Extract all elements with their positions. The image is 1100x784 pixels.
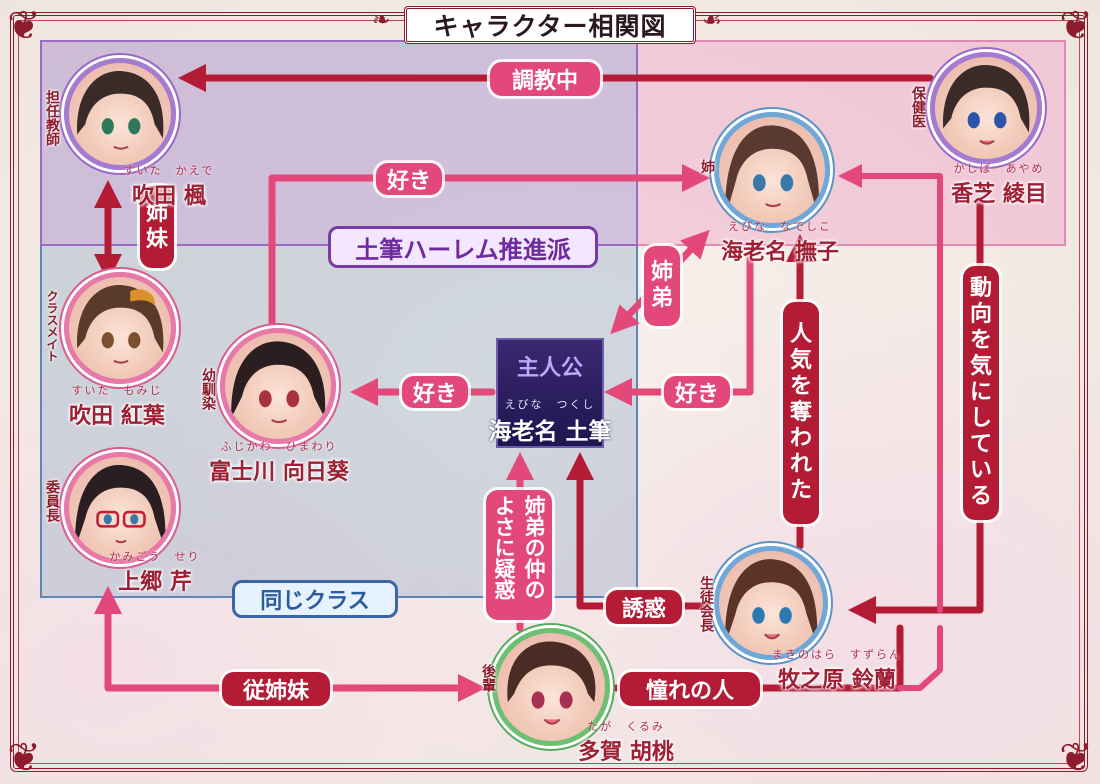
girl-face-icon bbox=[231, 341, 326, 424]
girl-face-icon bbox=[507, 641, 596, 725]
role-kashiba-ayame: 保健医 bbox=[910, 86, 926, 128]
girl-face-icon bbox=[77, 71, 164, 150]
label-akogare: 憧れの人 bbox=[620, 672, 760, 706]
label-choukyou: 調教中 bbox=[490, 62, 600, 96]
label-shimai: 姉妹 bbox=[140, 186, 174, 268]
line-juushimai bbox=[94, 586, 486, 702]
girl-face-icon bbox=[725, 559, 818, 645]
role-kamigou-seri: 委員長 bbox=[44, 480, 60, 522]
name-makinohara-suzuran: まきのはら すずらん 牧之原 鈴蘭 bbox=[772, 648, 902, 693]
rose-corner-icon: ❦ bbox=[1059, 3, 1093, 49]
line-akogare-pink bbox=[897, 625, 943, 691]
name-taga-kurumi: たが くるみ 多賀 胡桃 bbox=[578, 720, 674, 765]
label-yuuwaku: 誘惑 bbox=[606, 590, 682, 624]
girl-face-icon bbox=[943, 65, 1030, 145]
portrait-kamigou-seri bbox=[64, 452, 176, 564]
name-kashiba-ayame: かしば あやめ 香芝 綾目 bbox=[951, 162, 1047, 207]
protagonist-box: 主人公 bbox=[496, 338, 604, 448]
label-suki-mid: 好き bbox=[402, 376, 468, 408]
region-label-harem: 土筆ハーレム推進派 bbox=[328, 226, 598, 268]
line-yuuwaku bbox=[566, 452, 712, 610]
rose-corner-icon: ❦ bbox=[7, 3, 41, 49]
rose-corner-icon: ❦ bbox=[1059, 735, 1093, 781]
name-suita-momiji: すいた もみじ 吹田 紅葉 bbox=[69, 384, 165, 429]
line-doukou-up bbox=[838, 164, 943, 613]
role-suita-momiji: クラスメイト bbox=[45, 290, 59, 362]
label-juushimai: 従姉妹 bbox=[222, 672, 330, 706]
portrait-suita-momiji bbox=[64, 272, 176, 384]
flourish-ornament-icon: ☙ bbox=[702, 8, 722, 33]
portrait-ebina-nadeshiko bbox=[714, 112, 830, 228]
protagonist-role: 主人公 bbox=[516, 355, 583, 381]
portrait-taga-kurumi bbox=[492, 628, 610, 746]
rose-corner-icon: ❦ bbox=[7, 735, 41, 781]
portrait-suita-kaede bbox=[64, 58, 176, 170]
portrait-kashiba-ayame bbox=[930, 52, 1042, 164]
label-ninki: 人気を奪われた bbox=[783, 302, 819, 524]
girl-face-icon bbox=[77, 285, 164, 364]
label-shitei-gi: 姉弟の仲のよさに疑惑 bbox=[486, 490, 552, 620]
title-box: キャラクター相関図 bbox=[404, 6, 696, 44]
protagonist-name-text: 海老名 土筆 bbox=[488, 418, 612, 445]
name-fujikawa-himawari: ふじかわ ひまわり 富士川 向日葵 bbox=[209, 440, 349, 485]
label-doukou: 動向を気にしている bbox=[963, 266, 999, 520]
name-kamigou-seri: かみごう せり 上郷 芹 bbox=[109, 550, 201, 595]
label-shitei: 姉弟 bbox=[644, 246, 680, 326]
role-taga-kurumi: 後輩 bbox=[480, 664, 496, 692]
line-suki-right bbox=[604, 244, 754, 406]
protagonist-name: えびな つくし 海老名 土筆 bbox=[482, 396, 618, 446]
role-makinohara-suzuran: 生徒会長 bbox=[698, 576, 714, 632]
portrait-makinohara-suzuran bbox=[714, 546, 828, 660]
girl-face-icon bbox=[75, 465, 166, 549]
role-suita-kaede: 担任教師 bbox=[44, 90, 60, 146]
page-title: キャラクター相関図 bbox=[433, 12, 667, 41]
name-suita-kaede: すいた かえで 吹田 楓 bbox=[123, 164, 215, 209]
flourish-ornament-icon: ❧ bbox=[372, 8, 391, 33]
region-label-same-class: 同じクラス bbox=[232, 580, 398, 618]
portrait-fujikawa-himawari bbox=[220, 328, 336, 444]
label-suki-top: 好き bbox=[376, 163, 442, 195]
role-ebina-nadeshiko: 姉 bbox=[701, 160, 715, 176]
name-ebina-nadeshiko: えびな なでしこ 海老名 撫子 bbox=[721, 220, 839, 265]
line-suki-top bbox=[268, 164, 710, 330]
protagonist-ruby: えびな つくし bbox=[504, 398, 596, 411]
role-fujikawa-himawari: 幼馴染 bbox=[200, 368, 216, 410]
girl-face-icon bbox=[725, 125, 820, 218]
label-suki-right: 好き bbox=[664, 376, 730, 408]
